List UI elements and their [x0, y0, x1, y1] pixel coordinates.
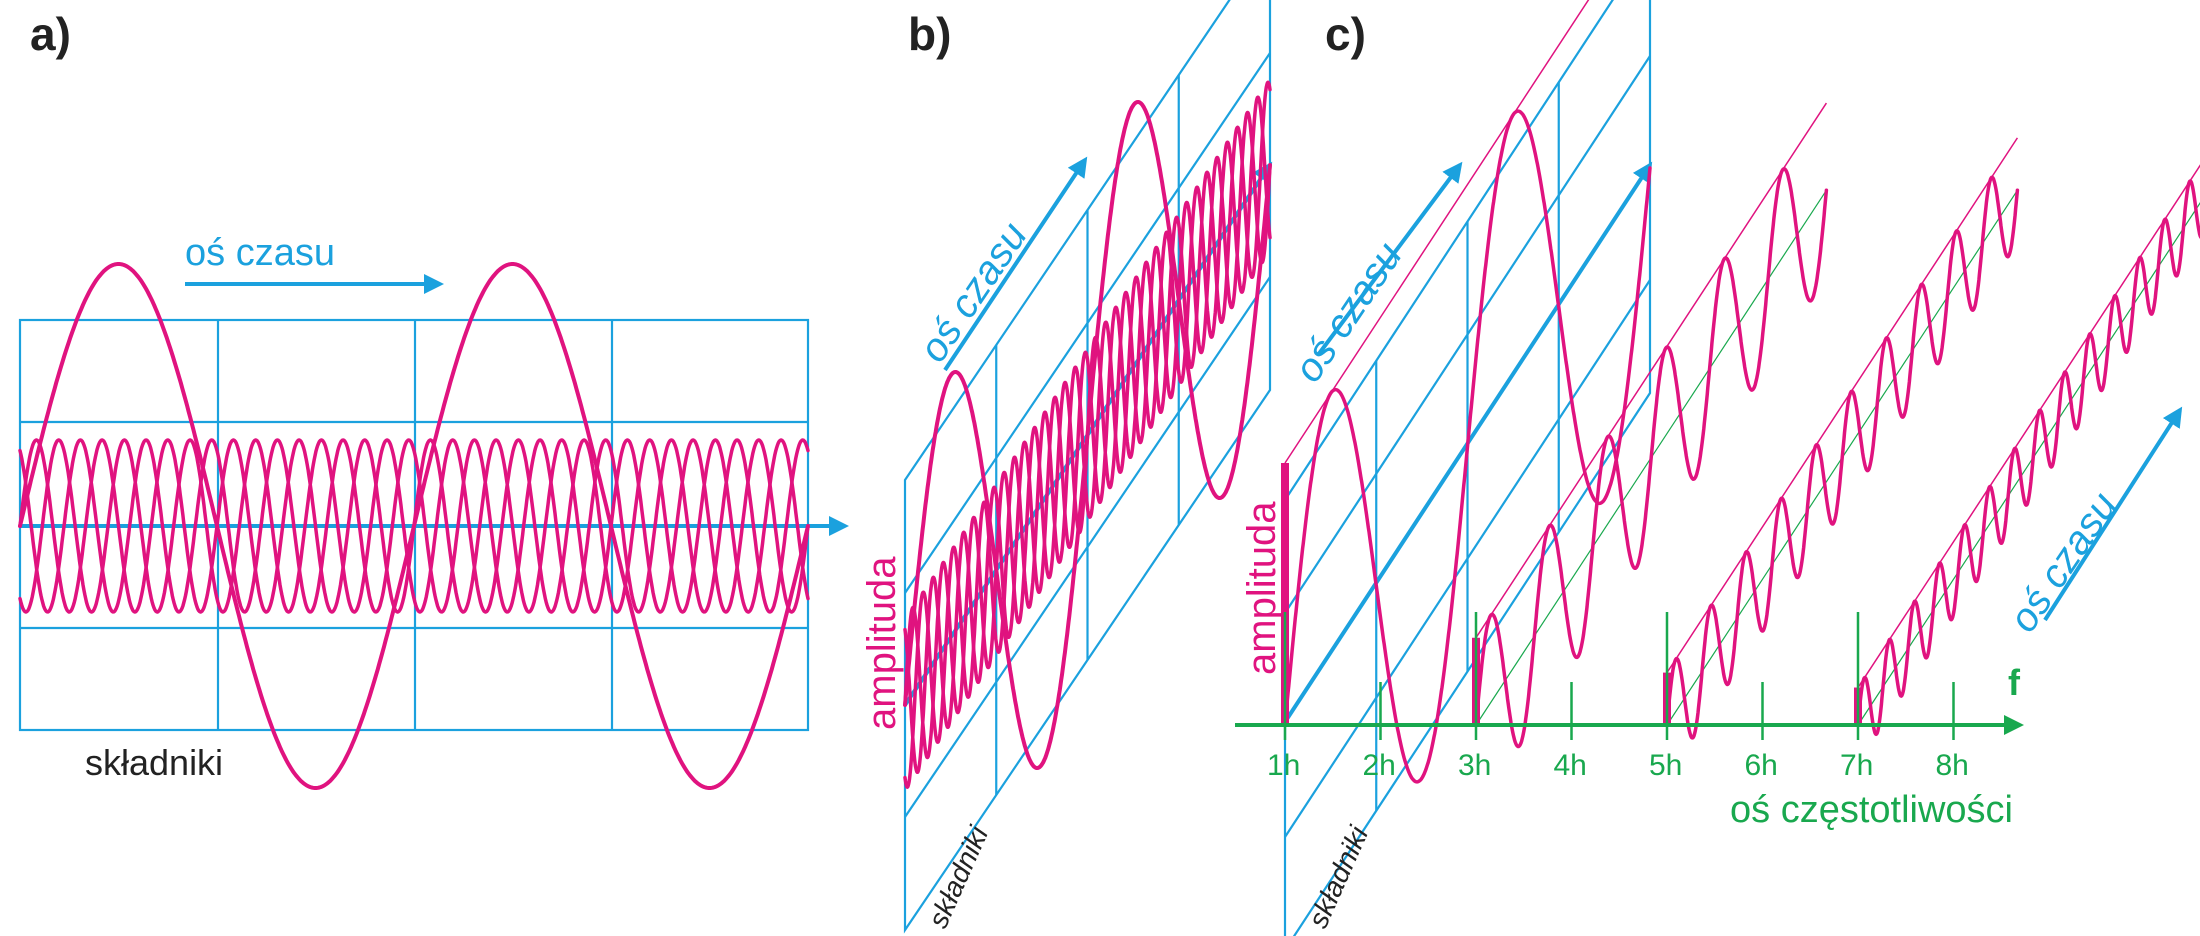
frequency-tick-label: 6h	[1745, 749, 1778, 782]
amplitude-bar-1	[1281, 463, 1289, 725]
harmonic-component-wave	[18, 438, 810, 614]
panel-c-label: c)	[1325, 8, 1366, 60]
panel-c-time-axis-label-2: oś czasu	[2001, 485, 2126, 640]
frequency-tick-label: 4h	[1554, 749, 1587, 782]
harmonic-envelope-line	[1475, 102, 1828, 639]
harmonic-wave-3	[1474, 166, 1829, 749]
harmonic-component-wave	[18, 438, 810, 614]
panel-b-time-axis-label: oś czasu	[911, 215, 1036, 370]
panel-a-label: a)	[30, 8, 71, 60]
harmonic-wave-7	[1856, 179, 2200, 737]
harmonic-envelope-line	[1284, 0, 1590, 464]
frequency-tick-label: 8h	[1936, 749, 1969, 782]
panel-c-grid-hline	[1284, 55, 1651, 614]
panel-c-grid	[1283, 0, 1652, 936]
frequency-tick-label: 2h	[1363, 749, 1396, 782]
panel-c-waveforms	[1283, 109, 2200, 784]
harmonic-envelope-line	[1857, 164, 2200, 688]
panel-b-grid-hline	[904, 276, 1271, 818]
panel-c-components-label: składniki	[1302, 821, 1374, 932]
panel-b: b) oś czasu amplituda składniki	[860, 0, 1273, 934]
frequency-tick-label: 3h	[1458, 749, 1491, 782]
panel-c-time-arrow-1	[1316, 161, 1463, 357]
frequency-tick-label: 7h	[1840, 749, 1873, 782]
frequency-tick-label: 5h	[1649, 749, 1682, 782]
panel-b-amplitude-label: amplituda	[860, 556, 904, 730]
frequency-ticks: 1h 2h 3h 4h 5h 6h 7h 8h	[1267, 612, 1969, 782]
harmonic-component-wave	[903, 95, 1272, 789]
panel-b-components-label: składniki	[922, 821, 994, 932]
panel-c-amplitude-label: amplituda	[1240, 501, 1284, 675]
panel-c-time-arrow-2	[2043, 406, 2183, 622]
panel-a: a) oś czasu składniki	[18, 8, 849, 790]
panel-b-label: b)	[908, 8, 951, 60]
panel-b-waveforms	[903, 80, 1272, 789]
harmonic-component-wave	[903, 80, 1272, 775]
panel-b-grid-hline	[904, 52, 1271, 594]
frequency-symbol: f	[2008, 662, 2021, 703]
frequency-axis-label: oś częstotliwości	[1730, 789, 2013, 831]
panel-c-grid-hline	[1284, 279, 1651, 838]
harmonic-component-wave	[18, 438, 810, 614]
panel-b-time-arrow	[943, 156, 1088, 372]
panel-a-waveforms	[18, 262, 810, 790]
harmonic-envelope-line	[1666, 137, 2019, 674]
frequency-tick-label: 1h	[1267, 749, 1300, 782]
harmonic-component-wave	[903, 110, 1272, 760]
harmonic-wave-5	[1665, 175, 2020, 740]
harmonic-wave-1	[1283, 109, 1652, 784]
panel-a-components-label: składniki	[85, 742, 223, 783]
panel-a-time-axis-label: oś czasu	[185, 232, 335, 274]
